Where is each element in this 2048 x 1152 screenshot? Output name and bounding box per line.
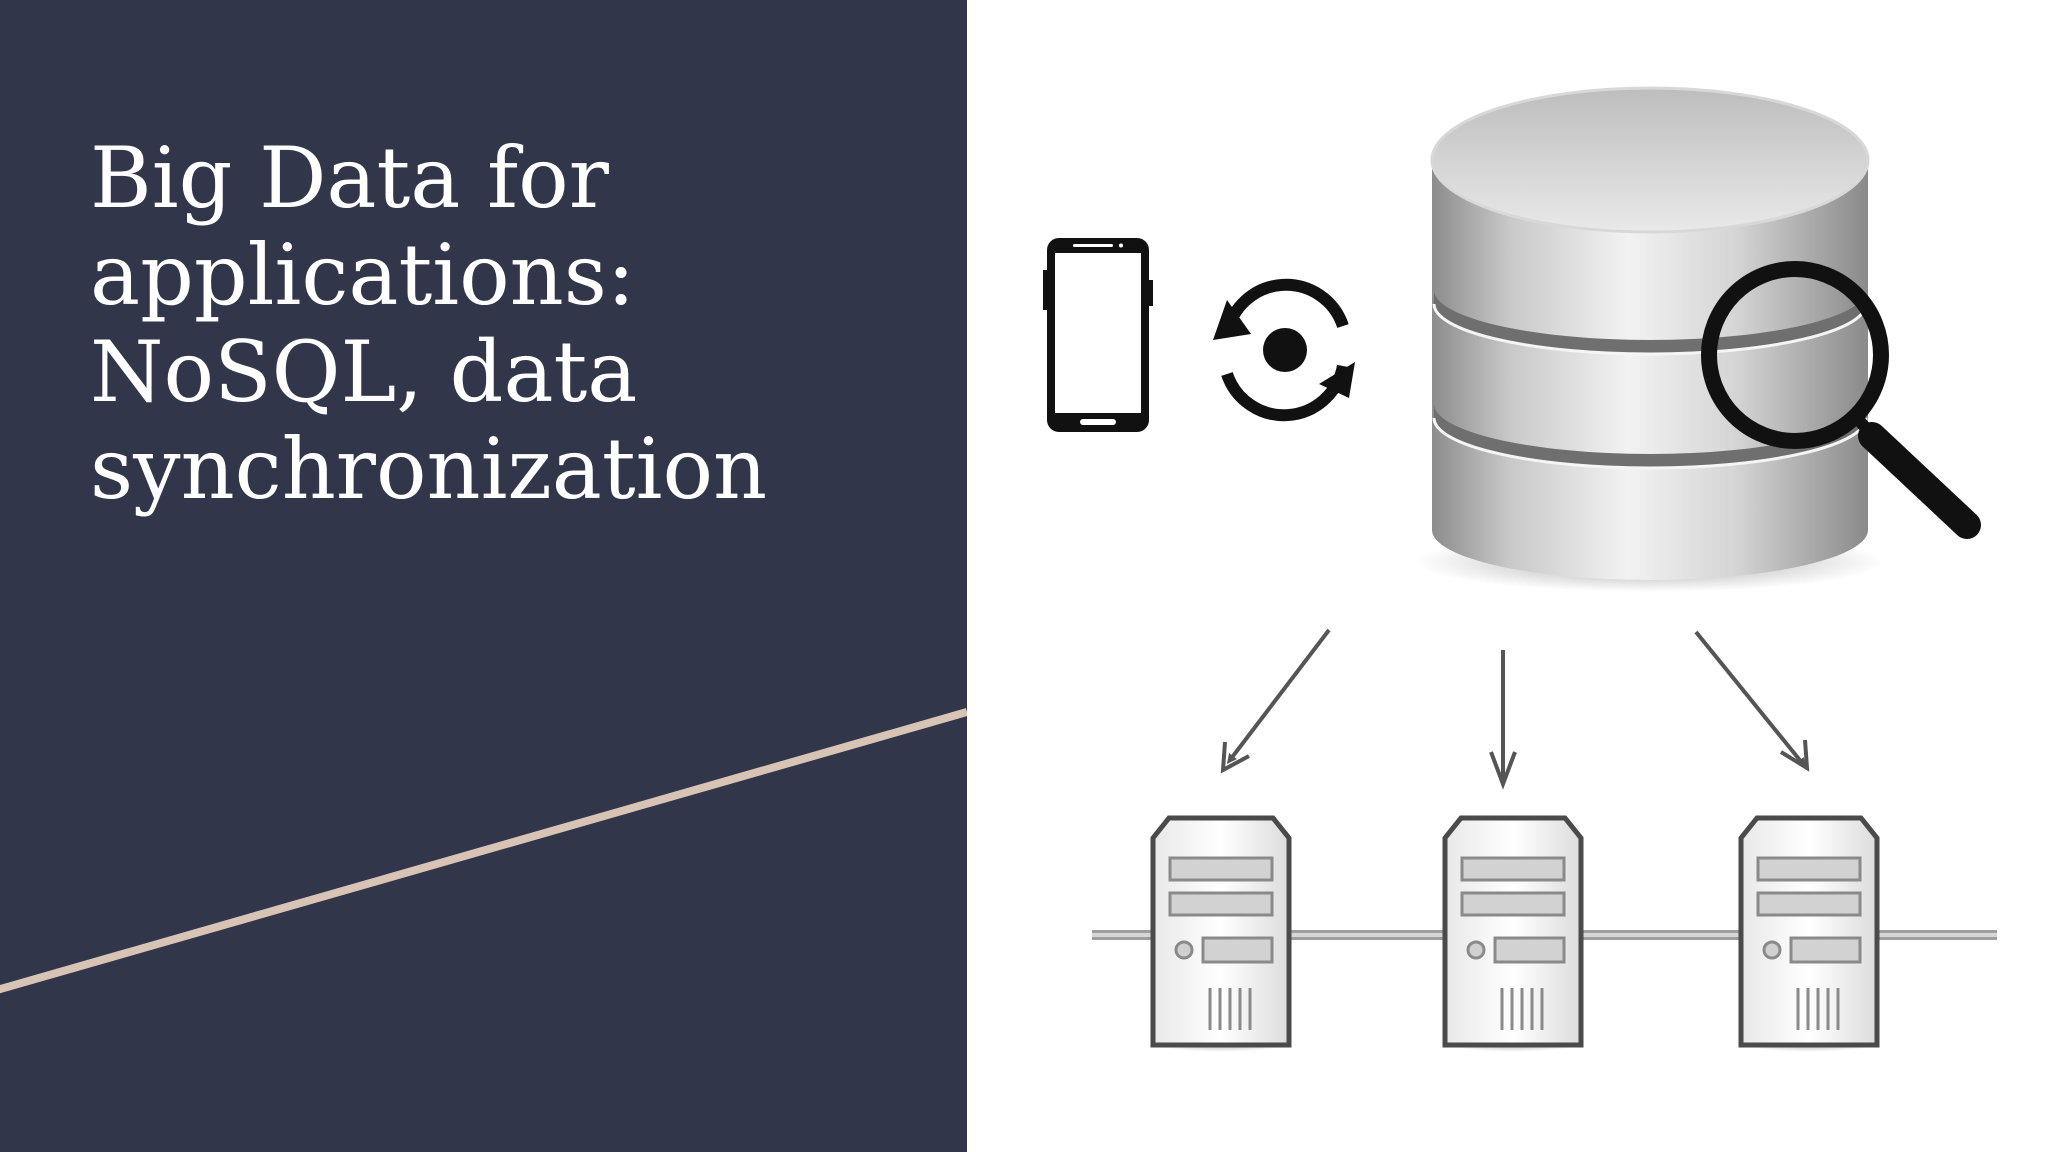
server-2 bbox=[1441, 815, 1585, 1052]
server-3 bbox=[1737, 815, 1881, 1052]
server-1 bbox=[1149, 815, 1293, 1052]
smartphone-icon bbox=[1043, 238, 1153, 432]
database-icon bbox=[1415, 86, 1885, 592]
slide-title: Big Data for applications: NoSQL, data s… bbox=[90, 129, 768, 518]
title-panel: Big Data for applications: NoSQL, data s… bbox=[0, 0, 967, 1152]
illustration bbox=[1043, 86, 1997, 1052]
sync-icon bbox=[1213, 278, 1355, 422]
illustration-panel bbox=[967, 0, 2048, 1152]
arrow-down-icon bbox=[1220, 628, 1810, 790]
magnifier-icon bbox=[1701, 261, 1981, 539]
server-icon bbox=[1092, 815, 1997, 1052]
accent-line bbox=[0, 708, 967, 994]
